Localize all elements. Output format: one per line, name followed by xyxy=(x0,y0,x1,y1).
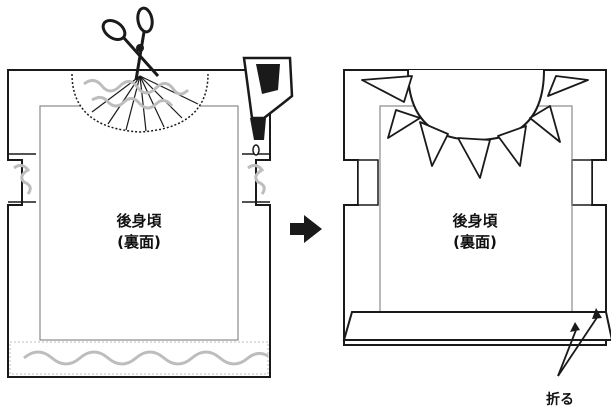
left-body-outline xyxy=(7,69,271,378)
folded-hem xyxy=(342,311,611,341)
glue-bottle-icon xyxy=(242,56,294,156)
fold-label: 折る xyxy=(546,391,574,408)
left-label-line1: 後身頃 xyxy=(115,212,162,230)
scissors-icon xyxy=(101,6,160,81)
left-side-glue xyxy=(13,163,32,195)
left-shirt-back: 後身頃 (裏面) xyxy=(7,69,271,378)
arrow-right-icon xyxy=(290,215,322,243)
right-side-glue xyxy=(247,163,266,195)
fold-pointer-icon xyxy=(557,308,602,377)
left-label-line2: (裏面) xyxy=(117,233,161,251)
right-label-line1: 後身頃 xyxy=(451,212,498,230)
hem-glue xyxy=(23,350,269,366)
left-neck-glue xyxy=(83,79,190,96)
right-shirt-back: 後身頃 (裏面) xyxy=(342,69,611,346)
neck-flaps xyxy=(361,75,589,179)
right-label-line2: (裏面) xyxy=(453,233,497,251)
